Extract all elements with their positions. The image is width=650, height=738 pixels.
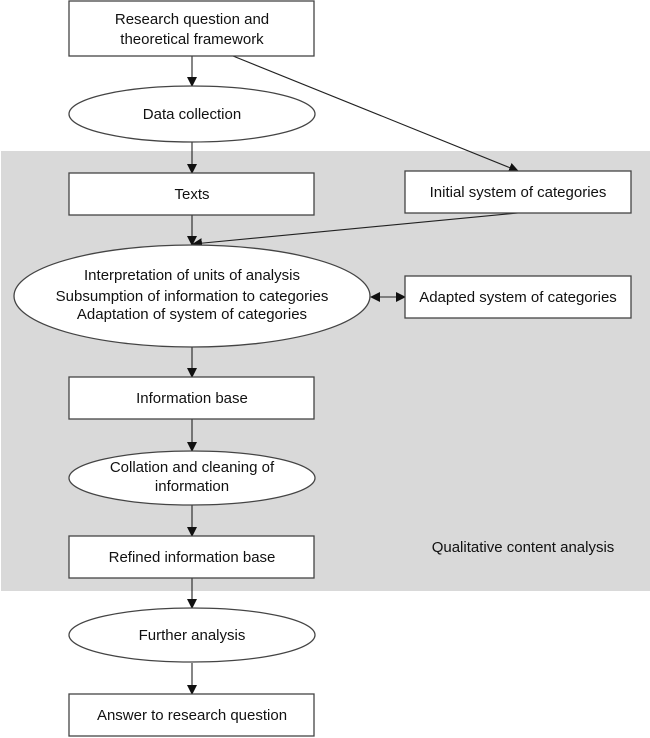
node-answer-label: Answer to research question [97, 707, 287, 724]
node-adapted-label: Adapted system of categories [419, 289, 617, 306]
node-answer: Answer to research question [68, 693, 315, 737]
edge-research-to-initial [232, 55, 519, 173]
node-collation: Collation and cleaning of information [68, 450, 316, 506]
node-collection: Data collection [68, 85, 316, 143]
node-collection-label: Data collection [143, 106, 241, 123]
node-further: Further analysis [68, 607, 316, 663]
node-research-line-1: Research question and [115, 11, 269, 28]
group-qualitative-content-analysis [1, 151, 650, 591]
node-interpretation-line-2: Subsumption of information to categories [56, 288, 329, 305]
node-texts-label: Texts [174, 186, 209, 203]
node-research-line-2: theoretical framework [120, 31, 264, 48]
node-collation-line-1: Collation and cleaning of [110, 459, 275, 476]
node-interpretation-line-3: Adaptation of system of categories [77, 306, 307, 323]
edge-initial-to-interpretation [192, 212, 519, 249]
node-refined-label: Refined information base [109, 549, 276, 566]
node-further-label: Further analysis [139, 627, 246, 644]
node-refined: Refined information base [68, 535, 315, 579]
edges [187, 55, 519, 695]
node-adapted: Adapted system of categories [404, 275, 632, 319]
node-research: Research question and theoretical framew… [68, 0, 315, 57]
node-collation-line-2: information [155, 478, 229, 495]
node-infobase: Information base [68, 376, 315, 420]
node-initial-label: Initial system of categories [430, 184, 607, 201]
node-texts: Texts [68, 172, 315, 216]
node-infobase-label: Information base [136, 390, 248, 407]
node-interpretation: Interpretation of units of analysis Subs… [13, 244, 371, 348]
group-label: Qualitative content analysis [432, 539, 615, 556]
node-interpretation-line-1: Interpretation of units of analysis [84, 267, 300, 284]
node-initial: Initial system of categories [404, 170, 632, 214]
